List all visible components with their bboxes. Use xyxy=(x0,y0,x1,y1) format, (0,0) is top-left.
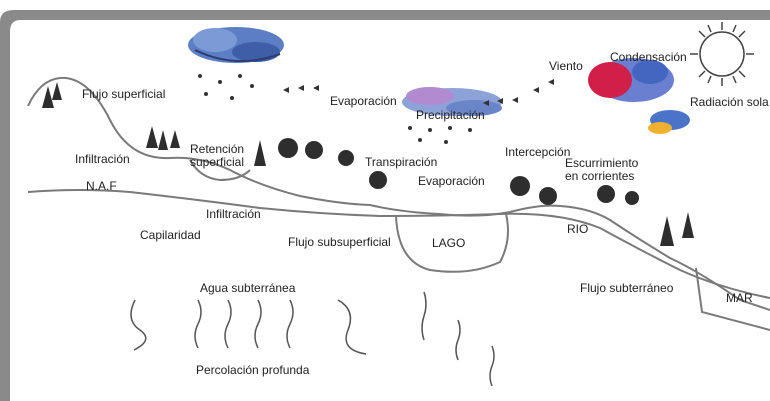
label-lago: LAGO xyxy=(432,237,465,250)
label-mar: MAR xyxy=(726,292,753,305)
label-transpiracion: Transpiración xyxy=(365,156,437,169)
label-retencion-superficial: Retención superficial xyxy=(190,143,250,169)
label-escurrimiento: Escurrimiento en corrientes xyxy=(565,157,635,183)
label-condensacion: Condensación xyxy=(610,51,687,64)
label-radiacion-solar: Radiación sola xyxy=(690,96,769,109)
percolation-lines xyxy=(131,292,494,386)
cloud-small-icon xyxy=(648,110,690,134)
label-percolacion-profunda: Percolación profunda xyxy=(196,364,309,377)
label-agua-subterranea: Agua subterránea xyxy=(200,282,295,295)
sun-icon xyxy=(690,22,754,86)
label-evaporacion-lago: Evaporación xyxy=(418,175,485,188)
label-flujo-subterraneo: Flujo subterráneo xyxy=(580,282,673,295)
label-infiltracion-left: Infiltración xyxy=(75,153,130,166)
label-viento: Viento xyxy=(549,60,583,73)
label-precipitacion: Precipitación xyxy=(416,109,485,122)
label-flujo-superficial: Flujo superficial xyxy=(82,88,165,101)
label-flujo-subsuperficial: Flujo subsuperficial xyxy=(288,236,391,249)
label-infiltracion-mid: Infiltración xyxy=(206,208,261,221)
label-evaporacion: Evaporación xyxy=(330,95,397,108)
cloud-condensation-icon xyxy=(588,58,674,102)
label-intercepcion: Intercepción xyxy=(505,146,570,159)
label-capilaridad: Capilaridad xyxy=(140,229,201,242)
cloud-rain-icon xyxy=(188,27,284,63)
label-naf: N.A.F xyxy=(86,180,117,193)
label-rio: RIO xyxy=(567,223,588,236)
